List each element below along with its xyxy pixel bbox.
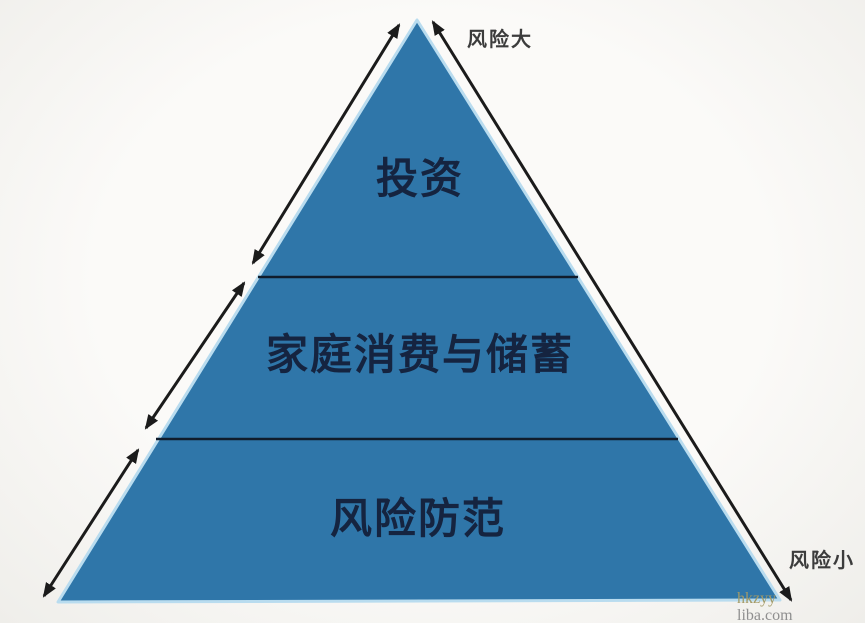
left-risk-arrow-segment-middle xyxy=(144,281,246,430)
pyramid-level-consumption-savings-label: 家庭消费与储蓄 xyxy=(266,330,574,379)
watermark-line2: liba.com xyxy=(737,607,793,623)
risk-high-label: 风险大 xyxy=(467,27,533,51)
risk-low-label: 风险小 xyxy=(789,548,855,572)
pyramid-level-risk-prevention-label: 风险防范 xyxy=(330,494,506,543)
left-risk-arrow-segment-bottom xyxy=(42,448,140,598)
watermark-line1: hkzyy xyxy=(737,590,776,607)
left-risk-arrow-segment-top xyxy=(251,23,401,265)
pyramid-level-investment-label: 投资 xyxy=(376,154,464,203)
right-risk-arrow xyxy=(431,20,793,602)
